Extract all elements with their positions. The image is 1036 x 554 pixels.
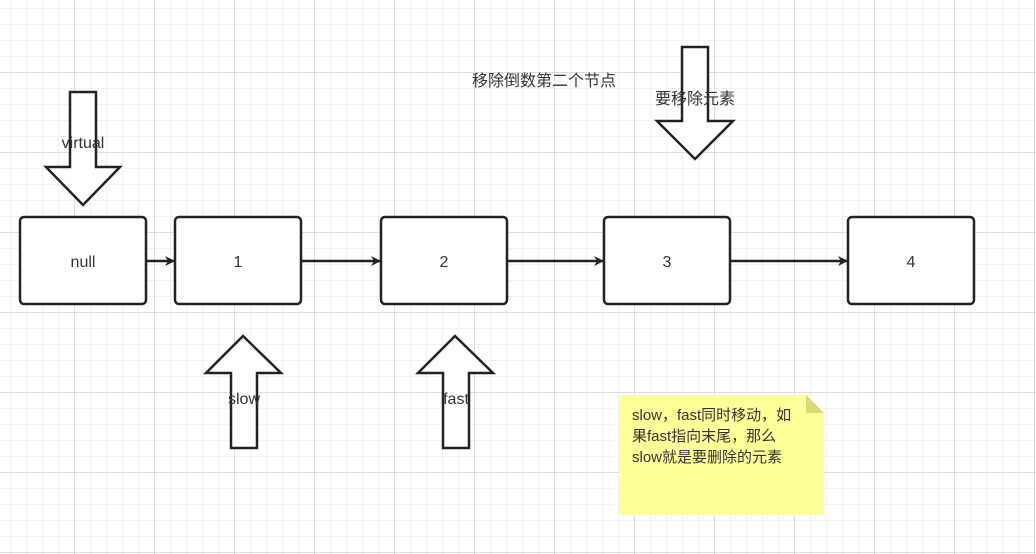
sticky-note	[619, 395, 824, 515]
node-null-label: null	[71, 254, 96, 271]
diagram-title: 移除倒数第二个节点	[472, 72, 616, 90]
sticky-note-text: slow，fast同时移动，如 果fast指向末尾，那么 slow就是要删除的元…	[632, 405, 817, 468]
virtual-pointer-arrow: virtual	[43, 90, 123, 207]
node-1: 1	[173, 215, 303, 306]
node-2-label: 2	[440, 254, 449, 271]
node-null: null	[18, 215, 148, 306]
node-1-label: 1	[234, 254, 243, 271]
remove-target-arrow: 要移除元素	[653, 45, 737, 161]
slow-pointer-arrow: slow	[202, 334, 285, 450]
remove-target-label: 要移除元素	[655, 90, 735, 108]
fast-pointer-arrow: fast	[414, 334, 497, 450]
note-line-3: slow就是要删除的元素	[632, 449, 783, 466]
node-4: 4	[846, 215, 976, 306]
node-4-label: 4	[907, 254, 916, 271]
note-line-1: slow，fast同时移动，如	[632, 407, 792, 424]
node-3: 3	[602, 215, 732, 306]
node-3-label: 3	[663, 254, 672, 271]
slow-label: slow	[228, 391, 260, 408]
virtual-label: virtual	[62, 135, 105, 152]
note-line-2: 果fast指向末尾，那么	[632, 428, 777, 445]
fast-label: fast	[443, 391, 469, 408]
node-2: 2	[379, 215, 509, 306]
